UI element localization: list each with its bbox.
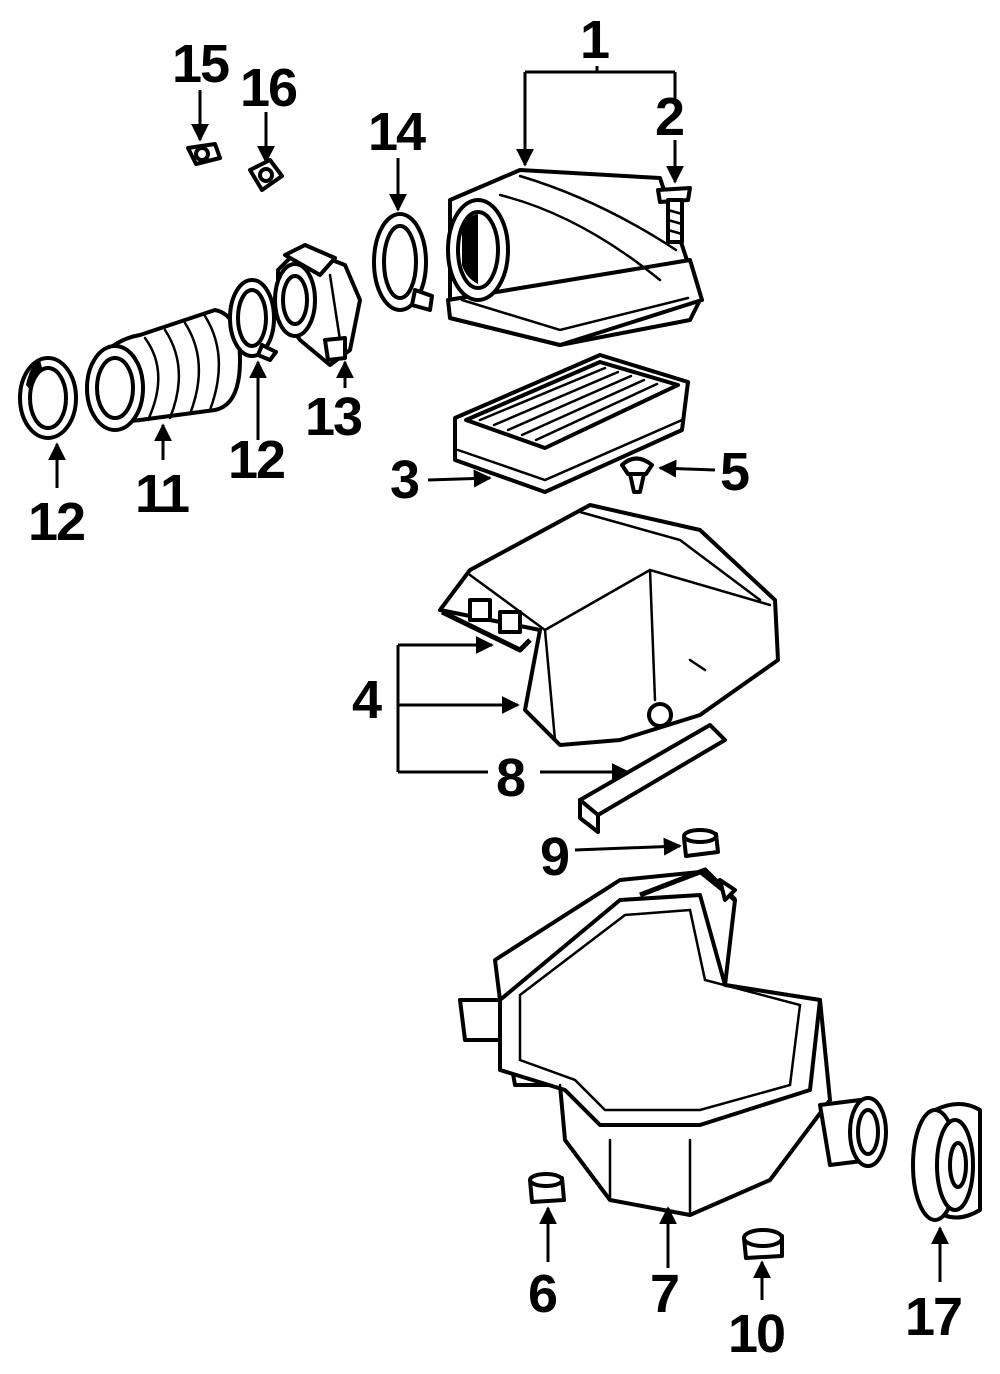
push-pin xyxy=(620,456,654,494)
seal-ring xyxy=(911,1102,982,1222)
callout-3: 3 xyxy=(390,450,419,510)
callout-7: 7 xyxy=(650,1264,678,1324)
lower-tray xyxy=(458,867,888,1217)
callout-6: 6 xyxy=(528,1264,557,1324)
clamp-left xyxy=(18,356,78,440)
callout-17: 17 xyxy=(905,1287,961,1347)
grommet-right xyxy=(742,1228,784,1260)
airflow-sensor xyxy=(273,243,362,367)
intake-duct xyxy=(85,308,242,432)
callout-2: 2 xyxy=(655,87,683,147)
callout-12-middle: 12 xyxy=(228,430,284,490)
seal-strip xyxy=(578,723,727,834)
callout-11: 11 xyxy=(135,464,189,524)
nut-16 xyxy=(248,158,284,192)
callout-1: 1 xyxy=(580,10,609,70)
callout-4: 4 xyxy=(352,670,382,730)
lower-housing xyxy=(438,503,780,747)
callout-15: 15 xyxy=(172,34,229,94)
callout-16: 16 xyxy=(240,58,297,118)
upper-housing xyxy=(446,168,704,347)
screw xyxy=(656,186,692,244)
callout-8: 8 xyxy=(496,748,525,808)
grommet-small xyxy=(682,828,720,858)
air-filter-element xyxy=(453,353,690,494)
grommet-left xyxy=(528,1172,566,1204)
leader-lines xyxy=(48,66,949,1300)
callout-13: 13 xyxy=(305,387,362,447)
clamp-middle xyxy=(228,278,278,362)
clamp-upper xyxy=(372,212,434,312)
callout-12-left: 12 xyxy=(28,492,84,552)
callout-labels: 1 2 3 4 5 6 7 8 9 10 11 12 12 13 14 15 1… xyxy=(28,10,963,1364)
nut-15 xyxy=(186,142,222,166)
callout-14: 14 xyxy=(368,102,426,162)
callout-5: 5 xyxy=(720,442,749,502)
callout-10: 10 xyxy=(728,1304,784,1364)
callout-9: 9 xyxy=(540,827,569,887)
